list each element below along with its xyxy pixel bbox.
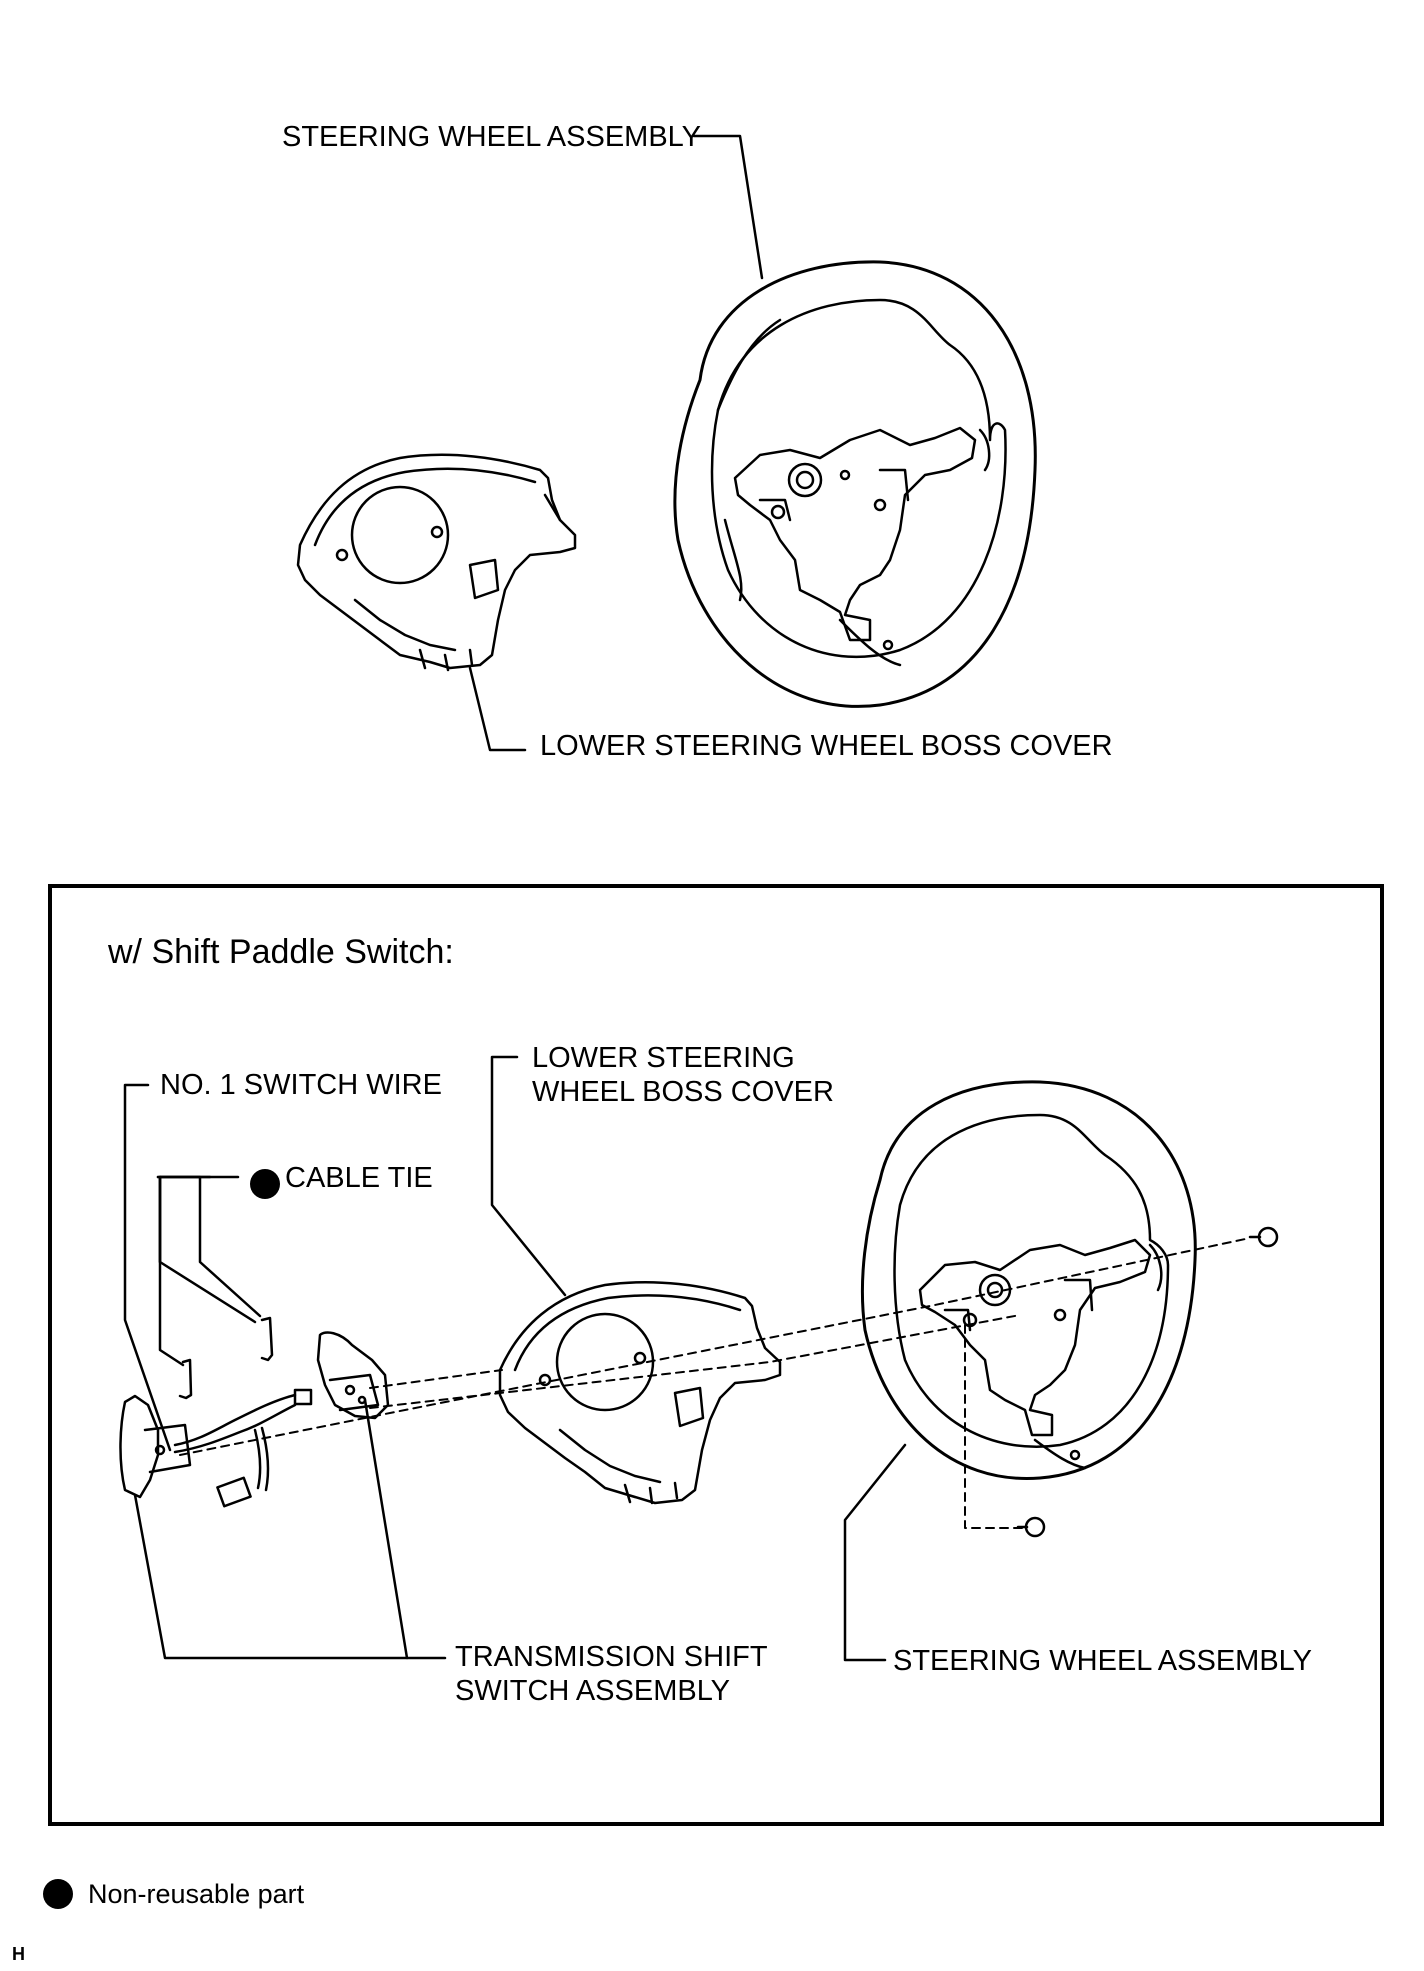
legend-non-reusable-text: Non-reusable part — [88, 1879, 305, 1909]
panel-steering-wheel-label: STEERING WHEEL ASSEMBLY — [893, 1645, 1312, 1677]
assembly-dashed-lines — [179, 1237, 1251, 1529]
top-boss-cover-label: LOWER STEERING WHEEL BOSS COVER — [540, 730, 1113, 762]
panel-boss-cover-label-line2: WHEEL BOSS COVER — [532, 1076, 834, 1108]
top-cover-leader — [468, 666, 527, 752]
filled-circle-icon — [43, 1879, 73, 1909]
panel-switch-wire-drawing — [173, 1388, 313, 1508]
top-boss-cover-drawing — [296, 453, 577, 672]
panel-leader-lines — [123, 1055, 907, 1662]
shift-switch-label-line1: TRANSMISSION SHIFT — [455, 1641, 768, 1673]
panel-shift-switch-drawing — [119, 1331, 390, 1499]
panel-title: w/ Shift Paddle Switch: — [108, 933, 454, 971]
top-wheel-leader — [692, 134, 764, 280]
panel-steering-wheel-drawing — [860, 1080, 1197, 1480]
cable-tie-label: CABLE TIE — [285, 1162, 433, 1194]
bolt-drawings — [1016, 1226, 1279, 1538]
switch-wire-label: NO. 1 SWITCH WIRE — [160, 1069, 442, 1101]
top-steering-wheel-drawing — [673, 260, 1037, 708]
shift-switch-label-line2: SWITCH ASSEMBLY — [455, 1675, 731, 1707]
cable-tie-drawings — [178, 1316, 274, 1400]
cable-tie-non-reusable-marker — [250, 1169, 280, 1199]
shift-paddle-panel — [48, 884, 1384, 1826]
panel-boss-cover-label-line1: LOWER STEERING — [532, 1042, 795, 1074]
page-code: H — [12, 1944, 25, 1964]
top-steering-wheel-label: STEERING WHEEL ASSEMBLY — [282, 121, 701, 153]
